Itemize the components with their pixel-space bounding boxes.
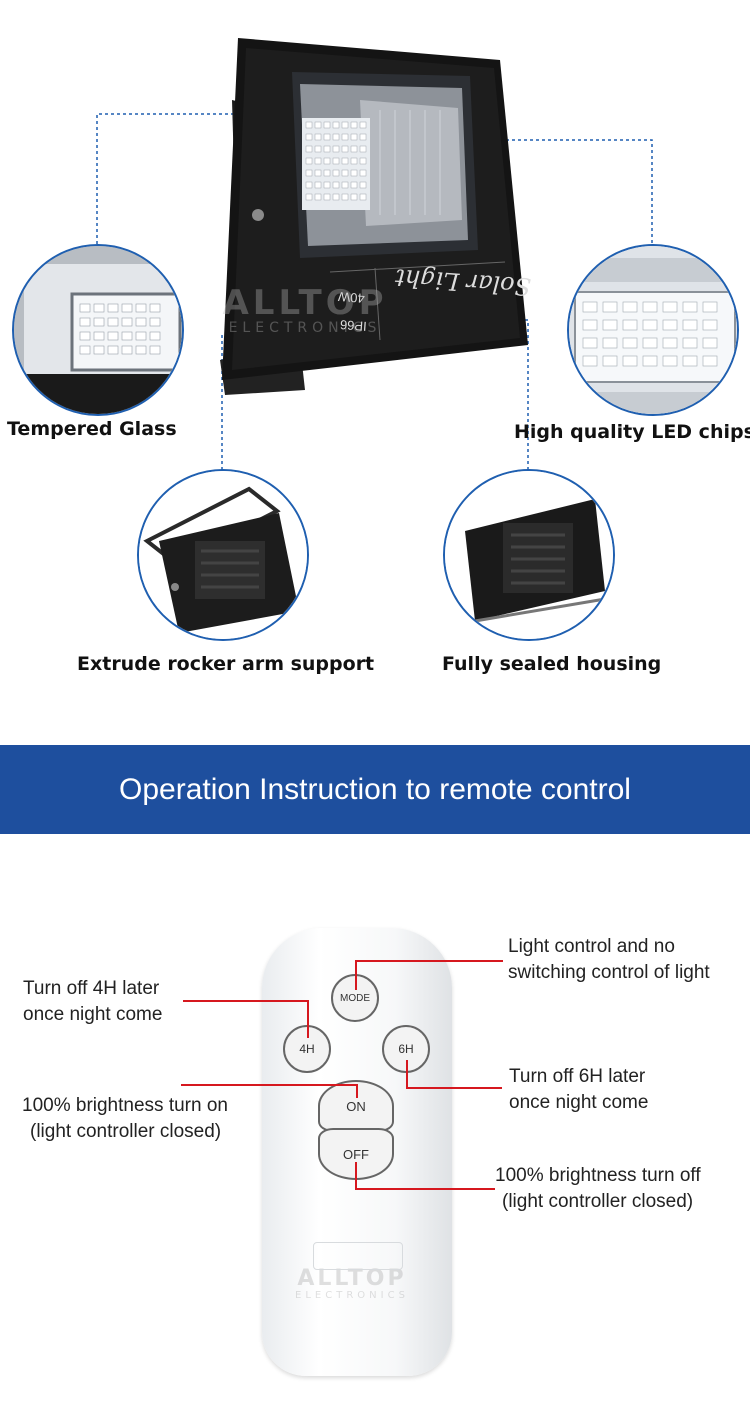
four-h-note: Turn off 4H later once night come <box>23 976 162 1028</box>
callout-line-mode-v <box>355 960 357 990</box>
banner-title: Operation Instruction to remote control <box>119 773 631 806</box>
led-chips-label: High quality LED chips <box>514 421 750 443</box>
six-h-note-line2: once night come <box>509 1092 649 1113</box>
rocker-arm-label: Extrude rocker arm support <box>77 653 375 675</box>
callout-line-off-h <box>355 1188 495 1190</box>
led-chips-detail-circle <box>567 244 739 416</box>
watermark-logo-top: ALLTOP ELECTRONICS <box>222 283 388 336</box>
off-note-line1: 100% brightness turn off <box>495 1165 701 1186</box>
six-h-note: Turn off 6H later once night come <box>509 1064 648 1116</box>
remote-bottom-slot <box>313 1242 403 1270</box>
on-note-line2: (light controller closed) <box>30 1121 222 1142</box>
led-chips-detail-image <box>569 246 737 414</box>
sealed-housing-label: Fully sealed housing <box>442 653 662 675</box>
watermark-logo-remote: ALLTOP ELECTRONICS <box>295 1266 409 1302</box>
floodlight-product-image <box>96 38 653 470</box>
callout-line-off-v <box>355 1162 357 1188</box>
callout-line-4h-h <box>183 1000 307 1002</box>
callout-line-mode-h <box>355 960 503 962</box>
tempered-glass-detail-circle <box>12 244 184 416</box>
sealed-housing-detail-image <box>445 471 613 639</box>
six-h-note-line1: Turn off 6H later <box>509 1066 646 1087</box>
section-banner: Operation Instruction to remote control <box>0 745 750 834</box>
callout-line-on-v <box>356 1084 358 1098</box>
mode-note-line1: Light control and no <box>508 936 675 957</box>
on-note-line1: 100% brightness turn on <box>22 1095 228 1116</box>
off-note: 100% brightness turn off (light controll… <box>495 1163 701 1215</box>
tempered-glass-detail-image <box>14 246 182 414</box>
callout-line-6h-h <box>406 1087 502 1089</box>
six-h-button[interactable]: 6H <box>382 1025 430 1073</box>
rocker-arm-detail-circle <box>137 469 309 641</box>
on-note: 100% brightness turn on (light controlle… <box>22 1093 228 1145</box>
four-h-note-line1: Turn off 4H later <box>23 978 160 999</box>
four-h-note-line2: once night come <box>23 1004 163 1025</box>
mode-note-line2: switching control of light <box>508 962 710 983</box>
tempered-glass-label: Tempered Glass <box>7 418 177 440</box>
callout-line-4h-v <box>307 1000 309 1038</box>
sealed-housing-detail-circle <box>443 469 615 641</box>
rocker-arm-detail-image <box>139 471 307 639</box>
callout-line-6h-v <box>406 1060 408 1087</box>
mode-note: Light control and no switching control o… <box>508 934 710 986</box>
off-note-line2: (light controller closed) <box>502 1191 694 1212</box>
callout-line-on-h <box>181 1084 357 1086</box>
